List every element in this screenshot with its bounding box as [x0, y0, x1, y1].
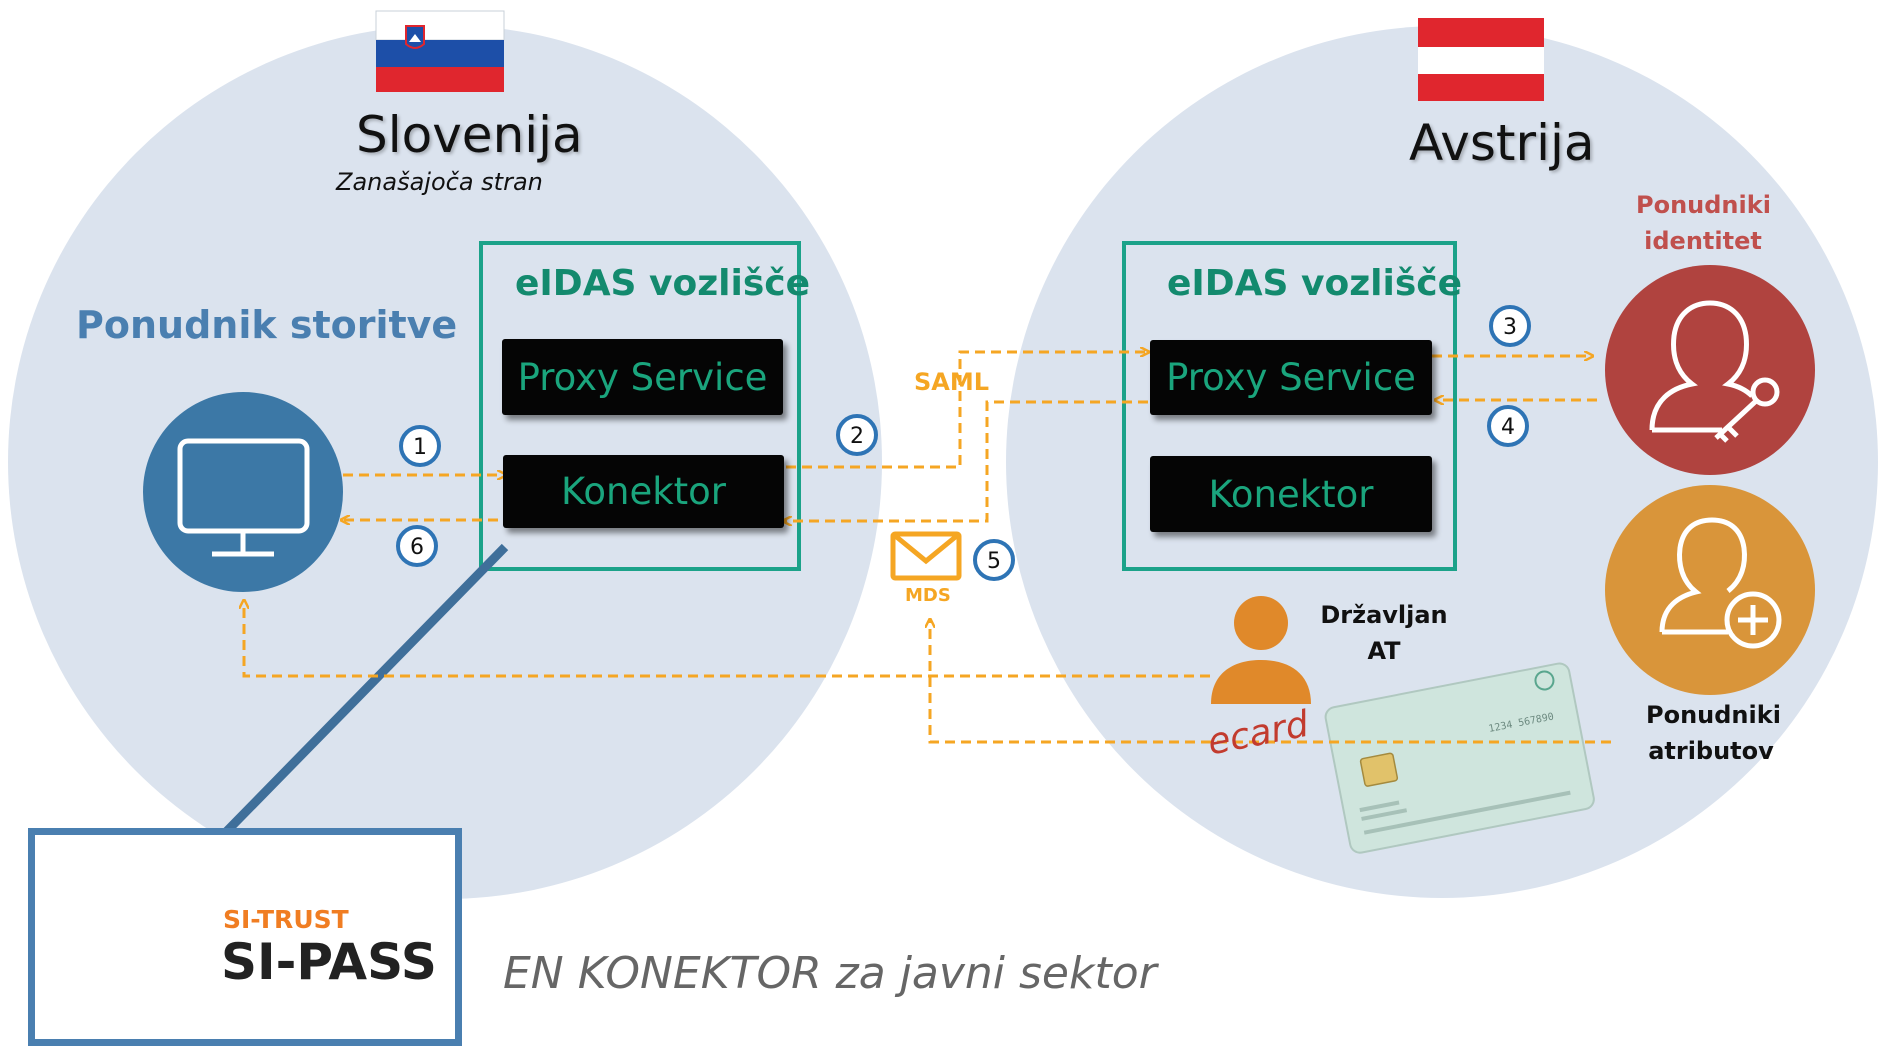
- citizen-label-line1: Državljan: [1320, 601, 1448, 629]
- flow-arrow-2: [770, 352, 1148, 469]
- si-trust-label: SI-TRUST: [223, 905, 349, 934]
- sipass-logo-box: SI-TRUST SI-PASS: [28, 828, 462, 1046]
- slovenia-node-title: eIDAS vozlišče: [515, 263, 811, 304]
- austria-proxy-service: Proxy Service: [1150, 340, 1432, 415]
- citizen-icon: [1211, 596, 1311, 704]
- flow-arrow-citizen: [244, 601, 1210, 678]
- flow-arrow-return: [784, 400, 1148, 521]
- slovenia-subtitle: Zanašajoča stran: [336, 168, 543, 196]
- austria-node-title: eIDAS vozlišče: [1167, 263, 1463, 304]
- citizen-label: Državljan AT: [1318, 597, 1450, 669]
- identity-provider-label-line2: identitet: [1644, 227, 1762, 255]
- austria-connector: Konektor: [1150, 456, 1432, 532]
- ecard-icon: [1324, 662, 1595, 854]
- slovenia-proxy-service: Proxy Service: [502, 339, 783, 415]
- austria-label: Avstrija: [1409, 114, 1595, 172]
- mail-icon: [890, 531, 962, 581]
- attribute-provider-label-line1: Ponudniki: [1646, 701, 1781, 729]
- slovenia-flag-icon: [375, 10, 505, 92]
- identity-provider-icon: [1605, 265, 1815, 475]
- sipass-connector-line: [222, 543, 509, 836]
- austria-flag-icon: [1418, 18, 1544, 101]
- footer-caption: EN KONEKTOR za javni sektor: [503, 948, 1157, 999]
- attribute-provider-icon: [1605, 485, 1815, 695]
- citizen-label-line2: AT: [1367, 637, 1401, 665]
- attribute-provider-label-line2: atributov: [1648, 737, 1774, 765]
- si-pass-label: SI-PASS: [221, 933, 437, 991]
- austria-node-frame: [1122, 241, 1457, 571]
- slovenia-label: Slovenija: [356, 106, 583, 164]
- slovenia-node-frame: [479, 241, 801, 571]
- identity-provider-label-line1: Ponudniki: [1636, 191, 1771, 219]
- attribute-provider-label: Ponudniki atributov: [1646, 697, 1781, 769]
- flow-arrow-attributes: [930, 620, 1611, 744]
- service-provider-label: Ponudnik storitve: [76, 303, 458, 347]
- slovenia-connector: Konektor: [503, 455, 784, 528]
- service-provider-computer-icon: [143, 392, 343, 592]
- mds-label: MDS: [905, 585, 951, 606]
- saml-label: SAML: [914, 368, 990, 396]
- identity-provider-label: Ponudniki identitet: [1636, 187, 1771, 259]
